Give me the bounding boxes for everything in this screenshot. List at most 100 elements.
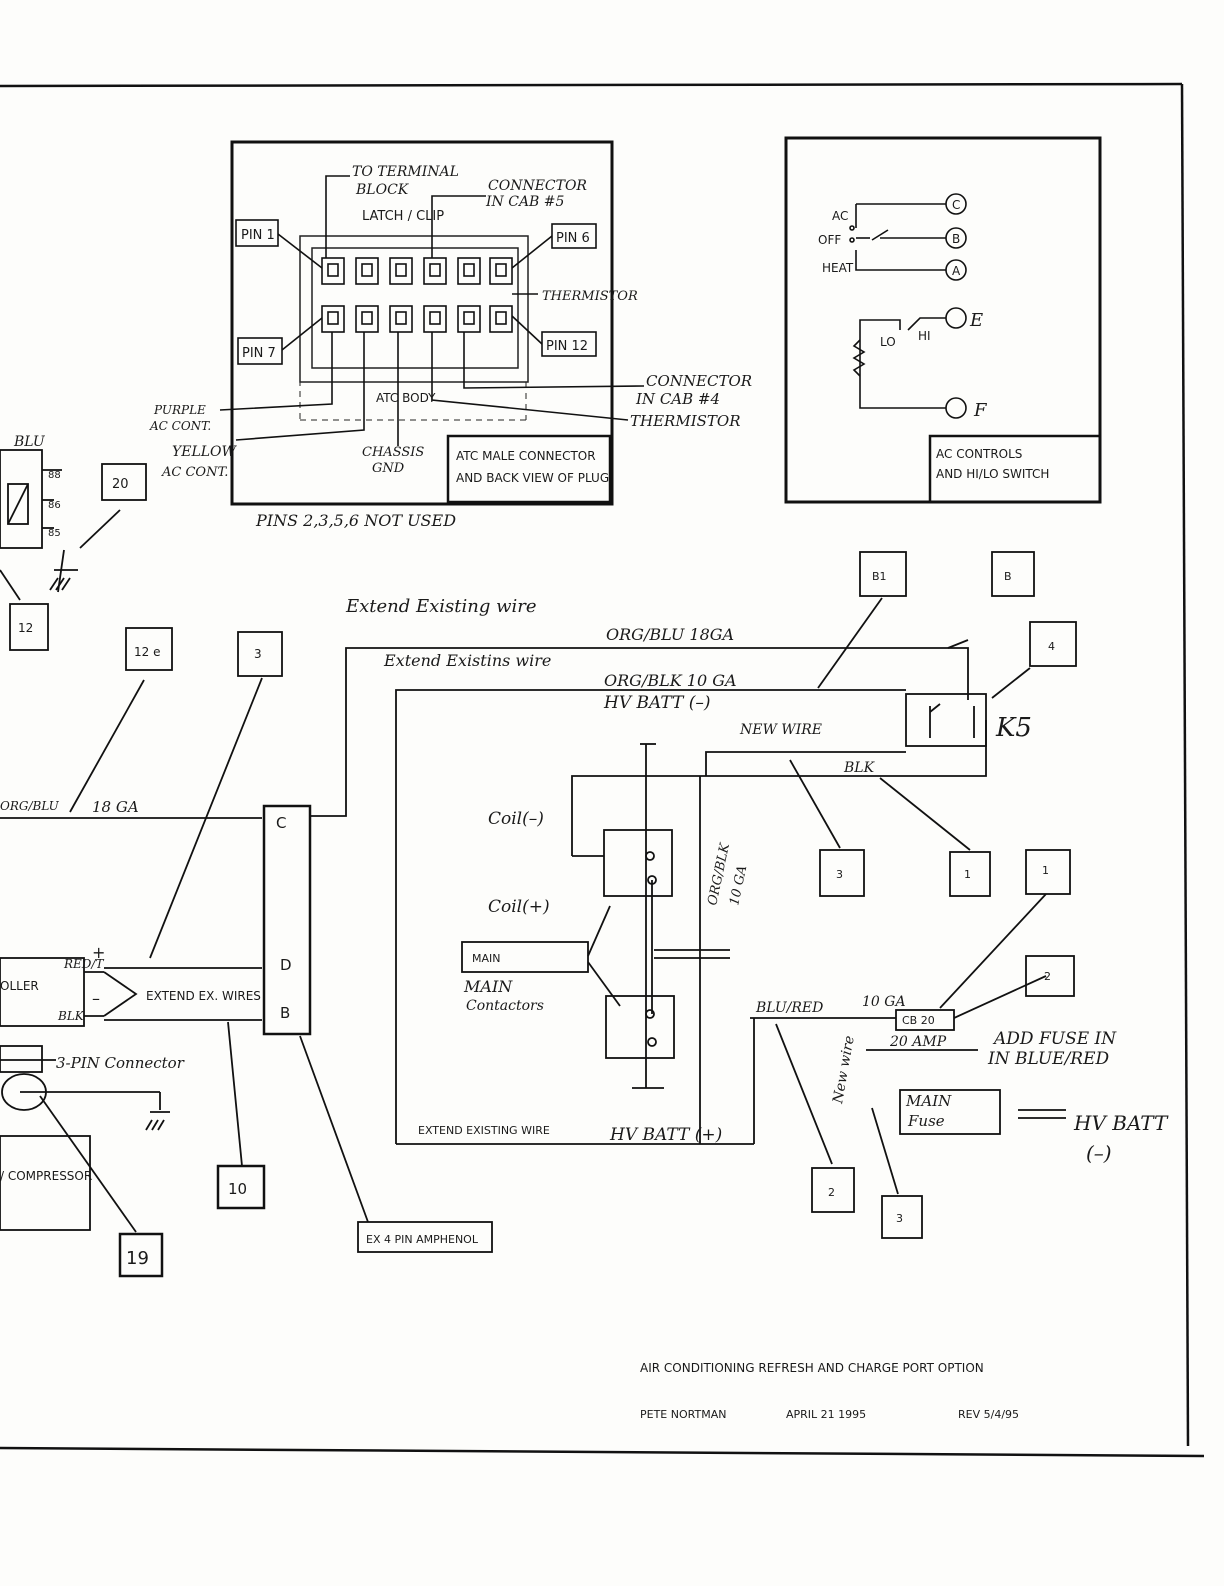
- label-blu: BLU: [13, 434, 46, 450]
- label-coil-neg: Coil(–): [488, 809, 544, 829]
- label-main-fuse: MAIN: [905, 1092, 952, 1110]
- label-new-wire-vertical: New wire: [830, 1035, 858, 1106]
- box-3a: 3: [836, 868, 843, 881]
- drawing-date: APRIL 21 1995: [786, 1408, 866, 1421]
- label-blu-red: BLU/RED: [755, 1000, 823, 1016]
- label-in-blue-red: IN BLUE/RED: [987, 1049, 1110, 1069]
- atc-connector-diagram: TO TERMINAL BLOCK CONNECTOR IN CAB #5 LA…: [149, 140, 752, 530]
- box-10: 10: [228, 1180, 247, 1198]
- label-minus: –: [92, 989, 100, 1008]
- label-thermistor-top: THERMISTOR: [542, 289, 638, 304]
- label-off: OFF: [818, 233, 841, 247]
- label-pins-not-used: PINS 2,3,5,6 NOT USED: [255, 511, 456, 530]
- label-ex-4pin: EX 4 PIN AMPHENOL: [366, 1233, 479, 1246]
- box-2a: 2: [1044, 970, 1051, 983]
- box-19: 19: [126, 1248, 149, 1269]
- relay-pin-86: 86: [48, 500, 61, 511]
- label-blk-left: BLK: [57, 1009, 85, 1023]
- drawing-author: PETE NORTMAN: [640, 1408, 726, 1421]
- label-compressor: / COMPRESSOR: [0, 1169, 92, 1183]
- caption-atc: ATC MALE CONNECTOR: [456, 449, 596, 463]
- drawing-rev: REV 5/4/95: [958, 1408, 1019, 1421]
- label-cb20: CB 20: [902, 1014, 935, 1027]
- label-lo: LO: [880, 335, 896, 349]
- label-main-box: MAIN: [472, 952, 501, 965]
- label-ac: AC: [832, 209, 848, 223]
- terminal-b: B: [952, 232, 960, 246]
- box-1b: 1: [1042, 864, 1049, 877]
- label-fuse: Fuse: [907, 1112, 945, 1130]
- box-b: B: [1004, 570, 1012, 583]
- terminal-e: E: [969, 310, 983, 331]
- label-hv-batt-neg: HV BATT (–): [603, 693, 711, 713]
- terminal-c: C: [952, 198, 960, 212]
- label-block: BLOCK: [355, 182, 410, 198]
- label-hv-batt-neg-2: HV BATT: [1073, 1111, 1169, 1135]
- label-heat: HEAT: [822, 261, 854, 275]
- box-b1: B1: [872, 570, 887, 583]
- title-block: AIR CONDITIONING REFRESH AND CHARGE PORT…: [640, 1361, 1019, 1421]
- label-in-cab4: IN CAB #4: [635, 390, 720, 408]
- box-20: 20: [112, 477, 129, 492]
- box-3b: 3: [896, 1212, 903, 1225]
- label-thermistor-bottom: THERMISTOR: [630, 412, 741, 430]
- box-12: 12: [18, 621, 33, 635]
- ac-controls-diagram: AC OFF HEAT C B A LO HI E F AC CONTROLS …: [784, 136, 1102, 504]
- drawing-title: AIR CONDITIONING REFRESH AND CHARGE PORT…: [640, 1361, 984, 1375]
- label-10ga: 10 GA: [862, 994, 906, 1010]
- label-k5: K5: [995, 713, 1032, 743]
- label-yellow-2: AC CONT.: [161, 465, 228, 480]
- label-hi: HI: [918, 329, 931, 343]
- label-coil-pos: Coil(+): [488, 897, 550, 917]
- relay-pin-88: 88: [48, 470, 61, 481]
- label-org-blu-left: ORG/BLU: [0, 799, 60, 813]
- terminal-f: F: [973, 400, 988, 421]
- label-latch-clip: LATCH / CLIP: [362, 209, 444, 224]
- label-extend-existing-wire: EXTEND EXISTING WIRE: [418, 1124, 550, 1137]
- label-connector-cab5: CONNECTOR: [488, 178, 587, 194]
- box-2b: 2: [828, 1186, 835, 1199]
- caption-atc-2: AND BACK VIEW OF PLUG: [456, 471, 609, 485]
- left-section: BLU 88 86 85 20 12 12 e 3 ORG/BLU 18 GA …: [0, 434, 493, 1278]
- label-blk: BLK: [843, 760, 876, 776]
- label-extend-existing-2: Extend Existins wire: [383, 651, 551, 670]
- label-extend-existing-1: Extend Existing wire: [345, 596, 537, 617]
- label-pin1: PIN 1: [241, 228, 275, 243]
- main-section: Extend Existing wire ORG/BLU 18GA Extend…: [276, 551, 1169, 1239]
- label-10ga-vertical: 10 GA: [727, 864, 750, 907]
- label-purple: PURPLE: [153, 403, 206, 417]
- connector-pin-c: C: [276, 814, 286, 832]
- pin-cells: [321, 257, 513, 333]
- page-border: [0, 82, 1205, 1458]
- label-main-contactors: MAIN: [463, 977, 513, 996]
- label-3pin-connector: 3-PIN Connector: [56, 1054, 185, 1072]
- label-hv-batt-neg-2b: (–): [1086, 1141, 1112, 1165]
- label-pin12: PIN 12: [546, 339, 588, 354]
- relay-pin-85: 85: [48, 528, 61, 539]
- label-extend-ex-wires: EXTEND EX. WIRES: [146, 989, 261, 1003]
- label-contactors: Contactors: [466, 998, 544, 1014]
- caption-ac-controls-2: AND HI/LO SWITCH: [936, 467, 1049, 481]
- caption-ac-controls: AC CONTROLS: [936, 447, 1022, 461]
- label-18ga-left: 18 GA: [92, 798, 139, 816]
- label-to-terminal: TO TERMINAL: [352, 164, 459, 180]
- label-red-t: RED/T: [63, 957, 104, 971]
- label-20amp: 20 AMP: [889, 1034, 947, 1050]
- label-gnd: GND: [372, 461, 405, 476]
- box-4: 4: [1048, 640, 1055, 653]
- label-yellow: YELLOW: [172, 444, 238, 460]
- label-purple-2: AC CONT.: [149, 419, 211, 433]
- connector-pin-d: D: [280, 956, 292, 974]
- label-org-blk-10ga: ORG/BLK 10 GA: [604, 671, 737, 690]
- label-in-cab5: IN CAB #5: [485, 194, 565, 210]
- label-connector-cab4: CONNECTOR: [646, 372, 752, 390]
- box-12e: 12 e: [134, 645, 160, 659]
- label-pin7: PIN 7: [242, 346, 276, 361]
- label-atc-body: ATC BODY: [376, 391, 436, 405]
- label-hv-batt-pos: HV BATT (+): [609, 1125, 722, 1145]
- label-controller: OLLER: [0, 979, 39, 993]
- connector-pin-b: B: [280, 1004, 290, 1022]
- label-org-blu-18ga: ORG/BLU 18GA: [606, 625, 734, 644]
- label-plus: +: [92, 943, 105, 962]
